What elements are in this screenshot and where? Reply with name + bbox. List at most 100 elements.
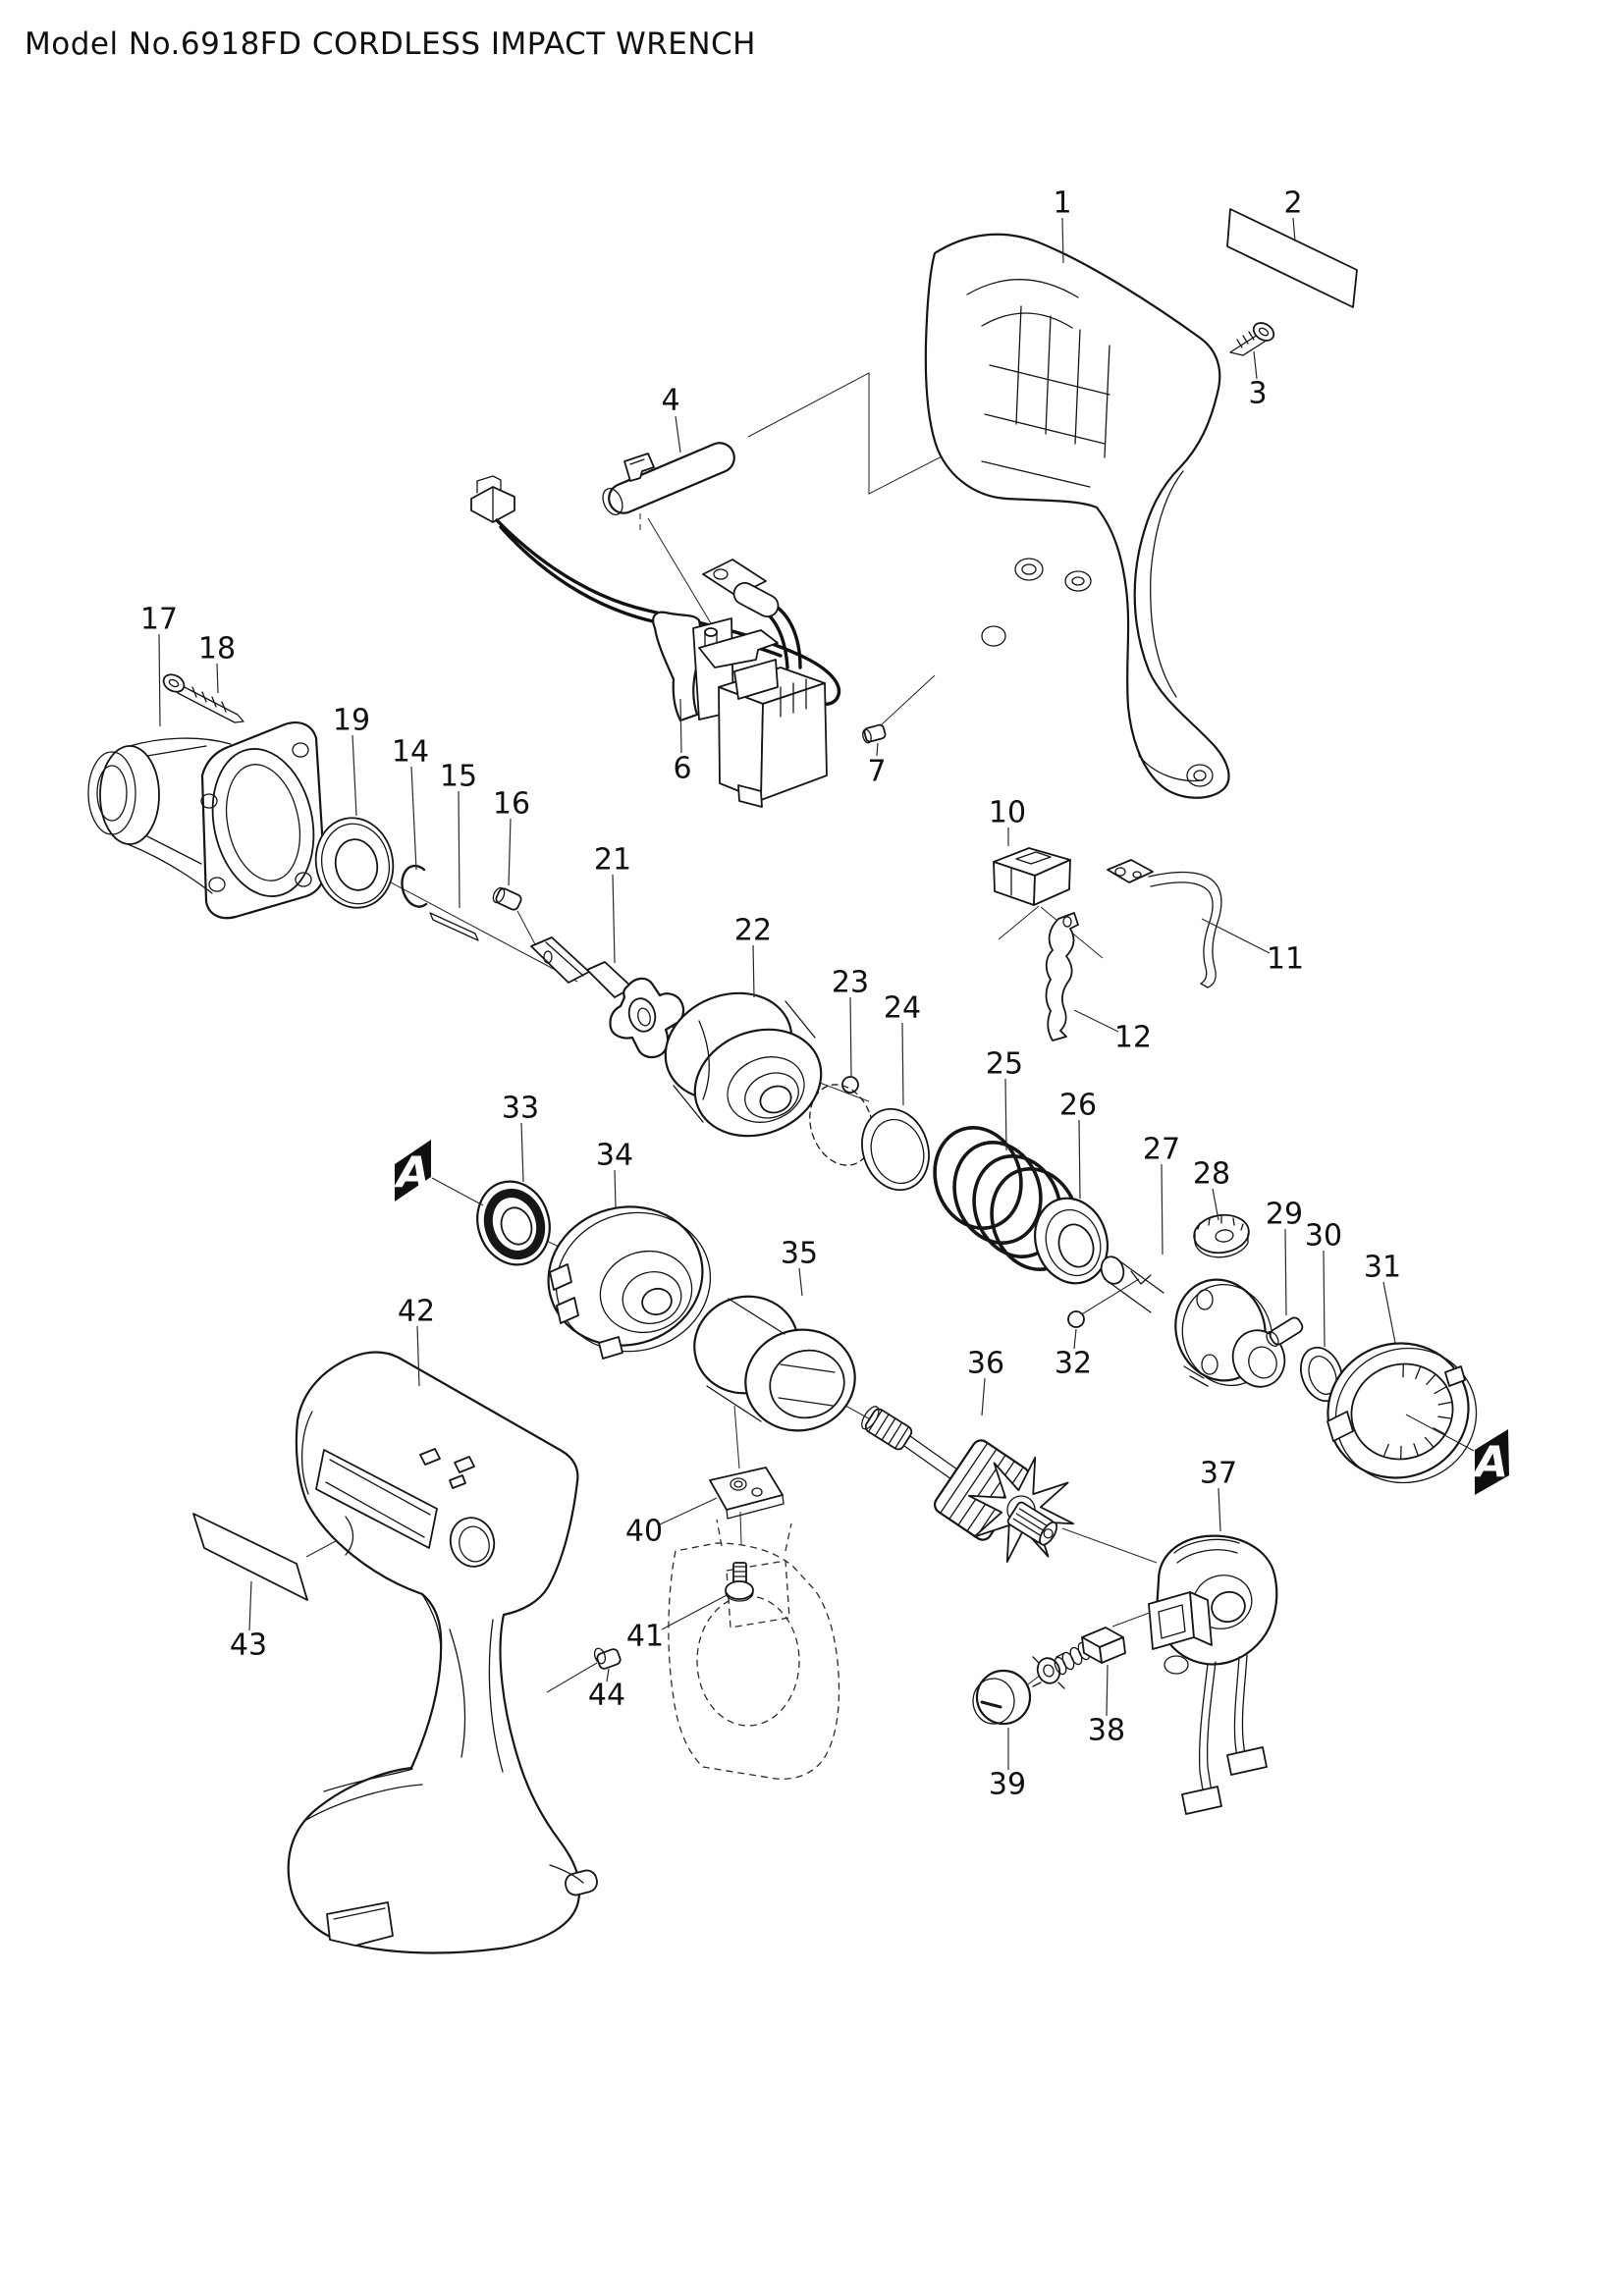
part-drawing-stator-hidden	[668, 1519, 840, 1780]
part-drawing-plate-40	[709, 1467, 785, 1520]
part-number-36: 36	[967, 1347, 1004, 1381]
leader-line-part-21	[612, 874, 616, 964]
part-drawing-sleeve-35	[693, 1295, 856, 1432]
part-number-39: 39	[989, 1768, 1026, 1802]
part-number-17: 17	[140, 603, 178, 637]
leader-line-part-38	[1106, 1664, 1109, 1717]
leader-line-part-29	[1284, 1228, 1287, 1316]
part-number-41: 41	[626, 1620, 664, 1654]
part-drawing-bracket-11	[1107, 859, 1222, 988]
part-drawing-brush-holder	[1148, 1534, 1278, 1815]
part-drawing-armature	[861, 1406, 1075, 1564]
section-marker-quad	[1475, 1429, 1509, 1495]
part-drawing-anvil	[530, 936, 685, 1059]
part-drawing-pin-16	[492, 886, 522, 911]
part-number-31: 31	[1364, 1251, 1401, 1285]
leader-line-part-30	[1323, 1250, 1326, 1348]
leader-line-part-24	[901, 1022, 904, 1106]
leader-line-part-4	[675, 415, 681, 454]
leader-line-part-27	[1161, 1163, 1164, 1255]
part-drawing-washer-26	[1034, 1197, 1109, 1285]
part-drawing-screw-41	[725, 1562, 754, 1602]
part-number-34: 34	[596, 1139, 633, 1173]
part-number-27: 27	[1143, 1133, 1180, 1167]
leader-line-marker-1	[431, 1177, 484, 1206]
part-drawing-lock-button	[602, 442, 735, 516]
part-drawing-hammer	[664, 991, 823, 1138]
leader-line-part-7	[876, 742, 879, 757]
part-drawing-nameplate-43	[192, 1513, 308, 1601]
leader-line-part-44	[606, 1668, 610, 1682]
leader-line-part-36	[981, 1377, 986, 1416]
part-drawing-ball-32	[1067, 1310, 1085, 1328]
part-number-23: 23	[832, 966, 869, 1000]
part-drawing-pin-7	[862, 723, 887, 744]
leader-line-marker-2	[1405, 1414, 1475, 1452]
part-number-38: 38	[1088, 1714, 1125, 1748]
part-number-28: 28	[1193, 1157, 1230, 1192]
leader-line-part-22	[752, 944, 755, 998]
leader-line-part-11	[1201, 918, 1271, 954]
part-drawing-gear-28	[1193, 1213, 1250, 1258]
part-drawing-pin-44	[593, 1647, 622, 1670]
leader-line-part-40	[659, 1497, 718, 1525]
part-number-24: 24	[884, 991, 921, 1026]
leader-line-part-34	[614, 1169, 617, 1208]
part-number-21: 21	[594, 843, 631, 878]
leader-line-part-14	[410, 766, 417, 871]
leader-line-part-23	[849, 996, 852, 1077]
part-number-35: 35	[781, 1237, 818, 1271]
part-number-12: 12	[1114, 1021, 1152, 1055]
part-number-22: 22	[734, 914, 772, 948]
section-marker-letter: A	[1472, 1438, 1508, 1488]
part-drawing-housing-half-left	[287, 1351, 598, 1954]
part-drawing-housing-half-right	[924, 233, 1230, 799]
part-drawing-brush	[1032, 1627, 1126, 1689]
part-number-15: 15	[440, 760, 477, 794]
leader-line-part-31	[1382, 1281, 1396, 1344]
leader-line-part-35	[798, 1267, 803, 1297]
leader-line-part-25	[1004, 1078, 1007, 1151]
part-drawing-cap-34	[547, 1205, 712, 1360]
part-number-42: 42	[398, 1295, 435, 1329]
part-number-40: 40	[625, 1515, 663, 1549]
part-number-2: 2	[1283, 187, 1302, 221]
leader-line-part-42	[416, 1325, 420, 1387]
part-number-4: 4	[661, 384, 679, 418]
part-number-7: 7	[867, 755, 886, 789]
part-drawing-block-10	[993, 847, 1071, 906]
part-drawing-pin-15	[429, 912, 479, 941]
leader-line-part-12	[1073, 1009, 1119, 1033]
part-number-11: 11	[1267, 942, 1304, 977]
part-number-44: 44	[588, 1679, 625, 1713]
leader-line-part-19	[352, 734, 357, 817]
section-marker-letter: A	[394, 1148, 430, 1199]
part-number-37: 37	[1200, 1457, 1237, 1491]
part-number-33: 33	[502, 1092, 539, 1126]
part-number-32: 32	[1055, 1347, 1092, 1381]
section-marker-quad	[395, 1140, 431, 1201]
leader-line-part-28	[1212, 1188, 1219, 1221]
leader-line-part-2	[1292, 217, 1296, 242]
part-drawing-ball-23	[809, 1076, 874, 1166]
part-number-25: 25	[986, 1047, 1023, 1082]
leader-line-part-15	[458, 790, 460, 909]
part-drawing-ring-gear-31	[1326, 1342, 1478, 1484]
leader-line-part-3	[1253, 350, 1258, 380]
part-number-3: 3	[1248, 377, 1267, 411]
part-drawing-bearing-33	[476, 1180, 551, 1266]
part-drawing-screw-3	[1229, 322, 1275, 356]
part-number-26: 26	[1059, 1089, 1097, 1123]
leader-line-part-6	[679, 698, 682, 754]
part-drawing-nameplate	[1226, 208, 1358, 308]
leader-line-part-17	[158, 633, 161, 727]
part-drawing-cap-39	[972, 1669, 1032, 1726]
part-number-1: 1	[1053, 187, 1071, 221]
leader-line-part-32	[1073, 1328, 1077, 1350]
part-number-43: 43	[230, 1629, 267, 1663]
part-drawing-switch	[652, 559, 828, 808]
leader-line-part-1	[1061, 217, 1064, 264]
part-drawing-pin-29	[1266, 1316, 1304, 1347]
